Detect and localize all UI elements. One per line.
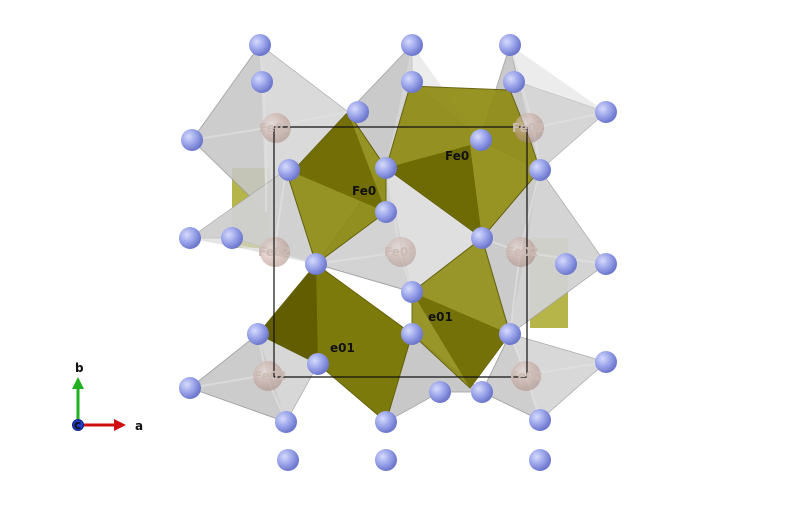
oxygen-atom xyxy=(595,101,617,123)
a-axis-arrow-icon xyxy=(114,419,126,431)
oxygen-atom xyxy=(278,159,300,181)
oxygen-atom xyxy=(307,353,329,375)
oxygen-atom xyxy=(247,323,269,345)
iron-atom-bottom-left xyxy=(253,361,283,391)
unit-cell xyxy=(273,126,528,378)
label-fe01-upper-right: Fe0 xyxy=(445,149,469,163)
oxygen-atom xyxy=(375,449,397,471)
oxygen-atom xyxy=(179,377,201,399)
iron-atoms xyxy=(253,113,544,391)
oxygen-atom xyxy=(375,157,397,179)
oxygen-atom xyxy=(529,449,551,471)
oxygen-atom xyxy=(275,411,297,433)
iron-atom-bottom-right xyxy=(511,361,541,391)
iron-atom-middle-right xyxy=(506,237,536,267)
axis-triad: b a c xyxy=(72,361,143,433)
c-axis-dot-icon xyxy=(72,419,84,431)
oxygen-atom xyxy=(503,71,525,93)
oxygen-atom xyxy=(181,129,203,151)
oxygen-atom xyxy=(499,34,521,56)
iron-atom-top-left xyxy=(261,113,291,143)
oxygen-atom xyxy=(375,201,397,223)
label-fe02-bottom-right: Fe02 xyxy=(510,369,543,383)
label-fe01-lower-left: e01 xyxy=(330,341,355,355)
oxygen-atom xyxy=(221,227,243,249)
oxygen-atom xyxy=(429,381,451,403)
oxygen-atom xyxy=(595,253,617,275)
label-fe02-bottom-left: Fe02 xyxy=(254,369,287,383)
oxygen-atom xyxy=(401,281,423,303)
oxygen-atom xyxy=(595,351,617,373)
b-axis-arrow-icon xyxy=(72,377,84,389)
label-fe02-top-left: Fe02 xyxy=(259,121,292,135)
b-axis-label: b xyxy=(75,361,84,375)
oxygen-atom xyxy=(375,411,397,433)
label-fe01-lower-right: e01 xyxy=(428,310,453,324)
oxygen-atom xyxy=(470,129,492,151)
oxygen-atom xyxy=(179,227,201,249)
tetrahedron-lower-left-shadow xyxy=(258,264,318,364)
oxygen-atom xyxy=(499,323,521,345)
oxygen-atom xyxy=(471,227,493,249)
oxygen-atom xyxy=(471,381,493,403)
tetrahedron-upper-left-shadow xyxy=(292,112,386,212)
oxygen-atom xyxy=(249,34,271,56)
oxygen-atom xyxy=(529,409,551,431)
oxygen-atom xyxy=(529,159,551,181)
label-fe02-middle-left: Fe02 xyxy=(258,245,291,259)
label-fe02-top-right: Fe02 xyxy=(512,121,545,135)
oxygen-atom xyxy=(251,71,273,93)
oxygen-atoms xyxy=(179,34,617,471)
iron-atom-middle-left xyxy=(260,237,290,267)
oxygen-atom xyxy=(401,34,423,56)
iron-atom-top-right xyxy=(514,113,544,143)
oxygen-atom xyxy=(555,253,577,275)
tetrahedron-lower-right-shadow xyxy=(412,292,510,388)
label-fe02-center: Fe02 xyxy=(384,245,417,259)
oxygen-atom xyxy=(305,253,327,275)
label-fe02-middle-right: Fe02 xyxy=(506,245,539,259)
iron-atom-center xyxy=(386,237,416,267)
oxygen-atom xyxy=(277,449,299,471)
c-axis-label: c xyxy=(74,418,81,432)
oxygen-atom xyxy=(401,323,423,345)
atom-labels: Fe0 Fe0 e01 e01 Fe02 Fe02 Fe02 Fe02 Fe02… xyxy=(254,121,545,383)
oxygen-atom xyxy=(401,71,423,93)
tetrahedron-top-shadow xyxy=(386,145,482,238)
a-axis-label: a xyxy=(135,419,143,433)
label-fe01-upper-left: Fe0 xyxy=(352,184,376,198)
tetrahedral-polyhedra xyxy=(257,85,541,423)
octahedron-middle-right-face xyxy=(510,170,606,334)
octahedron-bottom-left-face xyxy=(258,334,318,422)
oxygen-atom xyxy=(347,101,369,123)
